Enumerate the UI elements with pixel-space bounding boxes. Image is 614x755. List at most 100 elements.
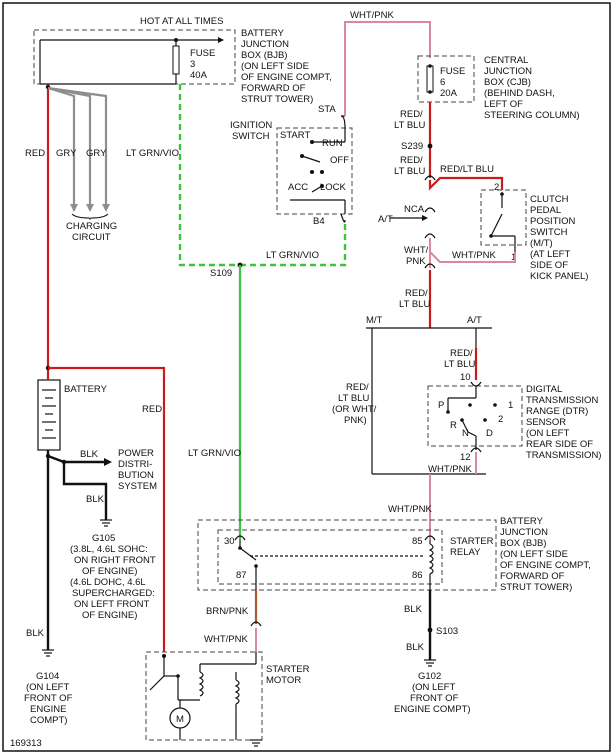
cjb-label: (BEHIND DASH, [484,88,555,99]
red-wire-starter [48,366,166,652]
b4-pin-label: B4 [313,216,325,227]
wht-pnk-label: WHT/PNK [350,10,394,21]
bjb-lower [197,519,497,591]
red-lt-blu-label: LT BLU [394,166,425,177]
starter-motor-label: MOTOR [266,675,301,686]
battery [37,379,61,451]
sta-label: STA [318,104,336,115]
bjb-lower-label: BATTERY [500,516,544,527]
red-lt-blu-label: RED/ [346,382,369,393]
start-position-label: START [280,130,310,141]
clutch-pin-2: 2 [494,182,499,193]
fuse-6-number: 6 [440,77,445,88]
bjb-top-label: FORWARD OF [241,83,306,94]
ignition-switch-label: SWITCH [232,131,270,142]
dtr-n-label: N [462,428,469,439]
red-wire-label: RED [25,148,45,159]
ignition-switch-label: IGNITION [230,120,272,131]
power-distribution-label: BUTION [118,470,154,481]
red-wire-label: RED [142,404,162,415]
red-lt-blu-label: LT BLU [338,393,369,404]
g104-label: G104 [36,671,59,682]
relay-pin-30: 30 [224,536,235,547]
clutch-switch-label: CLUTCH [530,194,569,205]
wht-pnk-label: WHT/PNK [452,250,496,261]
lt-grn-vio-label: LT GRN/VIO [266,250,319,261]
dtr-pin-10: 10 [460,372,471,383]
g105-label: OF ENGINE) [82,610,137,621]
bjb-lower-label: FORWARD OF [500,571,565,582]
at-label: A/T [467,315,482,326]
starter-relay-label: STARTER [450,536,494,547]
bjb-top [33,29,236,85]
g105-label: ON LEFT FRONT [74,599,149,610]
motor-m-label: M [176,714,184,725]
dtr-sensor-label: DIGITAL [526,384,562,395]
dtr-1-label: 1 [508,400,513,411]
red-lt-blu-label: RED/ [405,288,428,299]
red-lt-blu-label: RED/ [450,348,473,359]
run-position-label: RUN [322,138,343,149]
blk-wire-label: BLK [26,628,45,639]
cjb-label: LEFT OF [484,99,523,110]
acc-position-label: ACC [288,182,308,193]
clutch-switch-label: SWITCH [530,227,568,238]
dtr-d-label: D [486,428,493,439]
starter-relay-label: RELAY [450,547,481,558]
dtr-sensor-label: RANGE (DTR) [526,406,588,417]
splice-s239-label: S239 [401,141,423,152]
bjb-lower-label: OF ENGINE COMPT, [500,560,591,571]
dtr-2-label: 2 [498,414,503,425]
blk-wire-label: BLK [406,642,425,653]
clutch-switch-label: (M/T) [530,238,553,249]
dtr-sensor-label: TRANSMISSION [526,395,598,406]
ignition-switch [276,115,353,223]
relay-pin-85: 85 [412,536,423,547]
g102-label: G102 [418,671,441,682]
power-distribution-label: SYSTEM [118,481,157,492]
clutch-switch-label: PEDAL [530,205,561,216]
red-lt-blu-label: (OR WHT/ [332,404,377,415]
fuse-3-number: 3 [190,59,195,70]
ground-g104-icon [42,649,54,657]
cjb-label: BOX (CJB) [484,77,531,88]
g105-label: (3.8L, 4.6L SOHC: [70,544,148,555]
splice-s109-label: S109 [210,268,232,279]
wht-pnk-label: WHT/PNK [388,504,432,515]
brn-pnk-label: BRN/PNK [206,606,249,617]
relay-pin-86: 86 [412,570,423,581]
lt-grn-vio-label: LT GRN/VIO [126,148,179,159]
clutch-switch-label: (AT LEFT [530,249,570,260]
dtr-sensor-label: SENSOR [526,417,566,428]
g105-label: OF ENGINE) [82,566,137,577]
g105-label: ON RIGHT FRONT [74,555,156,566]
dtr-sensor-label: (ON LEFT [526,428,569,439]
bjb-lower-label: JUNCTION [500,527,548,538]
g105-label: SUPERCHARGED: [72,588,155,599]
g104-label: FRONT OF [24,693,73,704]
mt-label: M/T [366,315,383,326]
g105-label: G105 [92,533,115,544]
charging-circuit-label: CHARGING [66,221,117,232]
mt-at-split [366,327,492,475]
blk-wire-label: BLK [86,494,105,505]
dtr-sensor-label: TRANSMISSION) [526,450,601,461]
g104-label: (ON LEFT [26,682,69,693]
nca-label: NCA [404,204,425,215]
fuse-6-label: FUSE [440,66,465,77]
red-lt-blu-label: PNK) [344,415,367,426]
gry-wire-label: GRY [86,148,107,159]
ground-starter-icon [250,739,262,747]
fuse-6-rating: 20A [440,88,458,99]
bjb-lower-label: BOX (BJB) [500,538,546,549]
lt-grn-vio-feed [178,84,240,267]
bjb-lower-label: (ON LEFT SIDE [500,549,568,560]
red-lt-blu-label: LT BLU [444,359,475,370]
wht-pnk-label: WHT/PNK [428,464,472,475]
central-junction-box [417,55,475,103]
g102-label: (ON LEFT [412,682,455,693]
gray-charging-wires [47,86,110,220]
cjb-label: STEERING COLUMN) [484,110,580,121]
bjb-top-label: STRUT TOWER) [241,94,313,105]
